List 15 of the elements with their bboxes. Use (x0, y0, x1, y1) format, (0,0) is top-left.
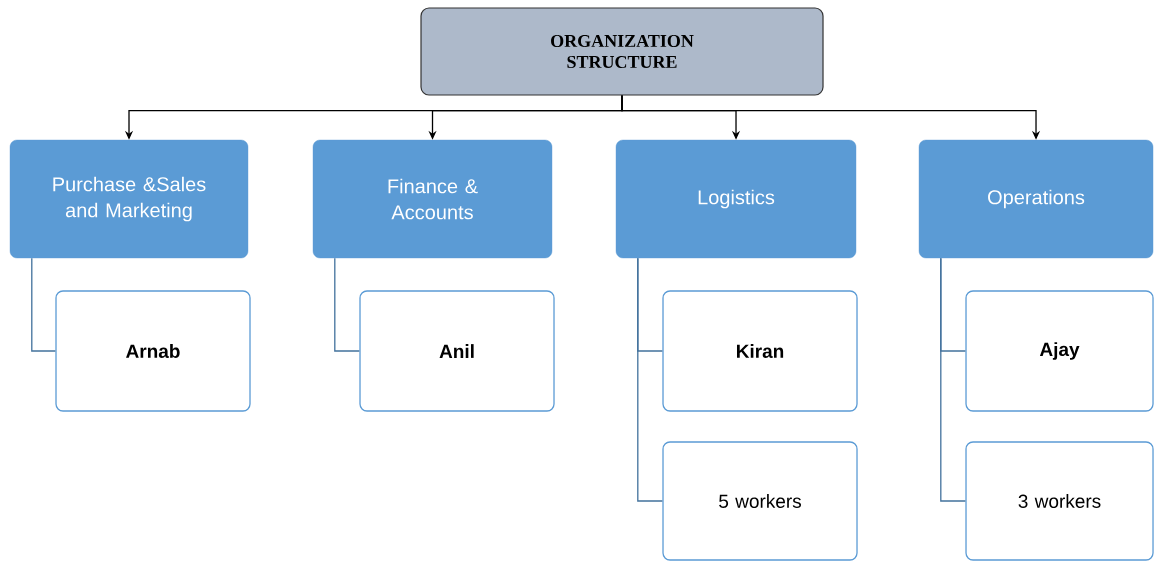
staff-box: 3 workers (965, 441, 1154, 561)
department-box: Operations (918, 139, 1154, 259)
connector-line (31, 257, 56, 352)
connector-line (334, 257, 360, 352)
department-box: Purchase &Sales and Marketing (9, 139, 249, 259)
title-box: ORGANIZATION STRUCTURE (420, 7, 824, 96)
connector-line (637, 257, 663, 502)
staff-box: 5 workers (662, 441, 858, 561)
person-box: Kiran (662, 290, 858, 412)
department-box: Logistics (615, 139, 857, 259)
department-box: Finance & Accounts (312, 139, 553, 259)
person-box: Arnab (55, 290, 251, 412)
person-box: Anil (359, 290, 555, 412)
connector-line (940, 257, 966, 502)
person-box: Ajay (965, 290, 1154, 412)
